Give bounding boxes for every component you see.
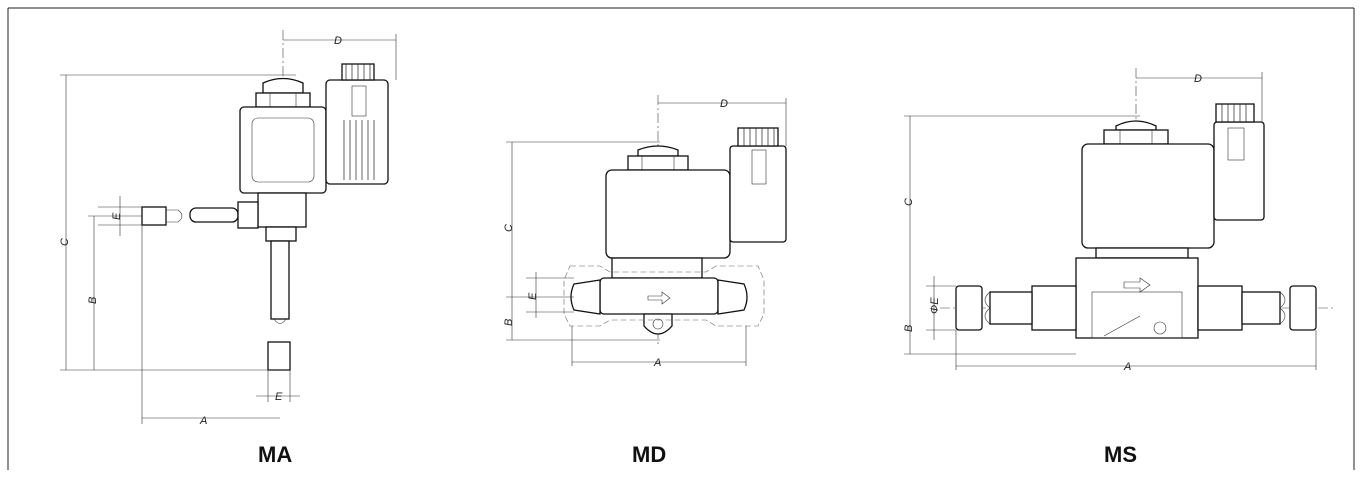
ma-nut-cap [262, 77, 304, 94]
ma-inlet-fitting [141, 206, 167, 226]
ms-left-pipe [989, 291, 1033, 325]
ms-connector [1213, 121, 1265, 221]
ma-inlet-pipe [189, 207, 239, 223]
ma-valve-body [257, 192, 307, 228]
ma-dim-c: C [59, 238, 71, 246]
ma-dim-b: B [87, 297, 99, 304]
md-dim-a: A [653, 357, 661, 369]
md-right-fitting [717, 279, 748, 315]
md-dim-e: E [527, 292, 539, 300]
ma-outlet-pipe [270, 240, 290, 320]
md-dim-c: C [503, 224, 515, 232]
md-drawing: D C E B A MD [503, 95, 787, 467]
ma-model-label: MA [258, 442, 292, 467]
md-coil [605, 169, 731, 259]
md-mounting-lug [643, 313, 673, 335]
ma-connector [325, 79, 389, 185]
ma-dim-a: A [199, 415, 207, 427]
ma-nut [255, 92, 311, 108]
ms-connector-screw [1215, 103, 1255, 123]
md-left-fitting [570, 279, 601, 315]
ms-right-end [1289, 285, 1317, 331]
ms-right-pipe [1241, 291, 1281, 325]
ms-right-sleeve [1197, 285, 1243, 331]
ms-dim-phi-e: ΦE [929, 297, 941, 314]
ms-dim-d: D [1194, 73, 1202, 85]
md-model-label: MD [632, 442, 666, 467]
ms-drawing: D C ΦE B A MS [903, 68, 1336, 467]
ma-coil [239, 106, 327, 194]
ms-dim-c: C [903, 198, 915, 206]
ms-coil [1081, 143, 1215, 249]
ma-dim-d: D [334, 35, 342, 47]
ms-model-label: MS [1104, 442, 1137, 467]
md-nut [627, 155, 689, 171]
ms-dim-b: B [903, 325, 915, 332]
md-flow-arrow-icon [647, 291, 671, 305]
md-dim-b: B [503, 319, 515, 326]
md-nut-cap [637, 145, 679, 157]
ms-nut-cap [1115, 120, 1157, 131]
ma-outlet-fitting [267, 341, 291, 371]
md-dim-d: D [720, 98, 728, 110]
ms-flow-arrow-icon [1123, 277, 1151, 293]
ms-left-end [955, 285, 983, 331]
ma-drawing: D C E B E A MA [59, 30, 397, 467]
ma-dim-e-bottom: E [275, 391, 283, 403]
ms-nut [1103, 129, 1169, 145]
md-valve-neck [611, 257, 703, 279]
ms-dim-a: A [1123, 361, 1131, 373]
ms-valve-body [1075, 257, 1199, 339]
md-connector [729, 145, 787, 243]
ms-left-sleeve [1031, 285, 1077, 331]
